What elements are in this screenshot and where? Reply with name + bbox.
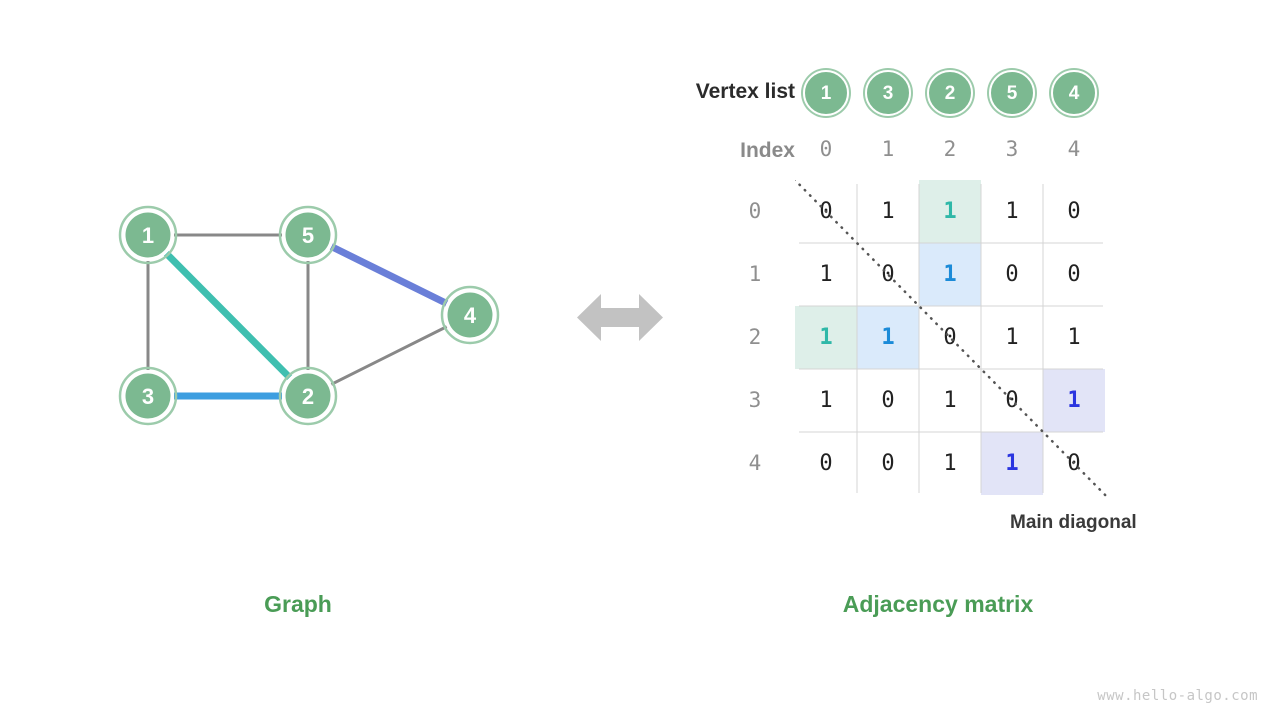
graph-node-label: 4 [464, 303, 477, 328]
graph-node-circle [285, 212, 331, 258]
vertex-chip[interactable]: 2 [927, 70, 973, 116]
watermark: www.hello-algo.com [1097, 688, 1258, 704]
graph-node-label: 3 [142, 384, 154, 409]
graph-node-gap [122, 370, 174, 422]
row-index-0: 0 [748, 199, 762, 223]
matrix-cell-4-1[interactable]: 0 [881, 451, 895, 476]
graph-node-ring [118, 366, 178, 426]
graph-nodes: 1 5 4 3 2 [118, 205, 500, 426]
graph-edge [330, 325, 448, 386]
vertex-chip[interactable]: 4 [1051, 70, 1097, 116]
row-index-2: 2 [748, 325, 762, 349]
graph-node-label: 2 [302, 384, 314, 409]
row-index-3: 3 [748, 388, 762, 412]
caption-graph: Graph [264, 591, 332, 617]
matrix-cell-0-0[interactable]: 0 [819, 199, 833, 224]
graph-node-gap [282, 209, 334, 261]
matrix-cell-0-1[interactable]: 1 [881, 199, 895, 224]
matrix-cell-1-4[interactable]: 0 [1067, 262, 1081, 287]
matrix-cell-1-3[interactable]: 0 [1005, 262, 1019, 287]
graph-node-circle [125, 212, 171, 258]
row-index-header: 0 1 2 3 4 [730, 180, 790, 500]
matrix-cell-0-2[interactable]: 1 [919, 180, 981, 243]
graph-panel: 1 5 4 3 2 [0, 0, 600, 720]
graph-node-circle [447, 292, 493, 338]
matrix-cell-1-2[interactable]: 1 [919, 243, 981, 306]
matrix-cell-2-2[interactable]: 0 [943, 325, 957, 350]
graph-node[interactable]: 4 [440, 285, 500, 345]
matrix-cell-2-0[interactable]: 1 [795, 306, 857, 369]
bidirectional-arrow-icon [577, 294, 663, 341]
matrix-cell-0-3[interactable]: 1 [1005, 199, 1019, 224]
matrix-cell-4-4[interactable]: 0 [1067, 451, 1081, 476]
matrix-cell-1-0[interactable]: 1 [819, 262, 833, 287]
matrix-cell-4-0[interactable]: 0 [819, 451, 833, 476]
main-diagonal-label: Main diagonal [1010, 512, 1137, 533]
matrix-cell-4-2[interactable]: 1 [943, 451, 957, 476]
column-index-header: 0 1 2 3 4 [795, 137, 1115, 167]
vertex-chip[interactable]: 5 [989, 70, 1035, 116]
matrix-cell-3-1[interactable]: 0 [881, 388, 895, 413]
matrix-cell-0-4[interactable]: 0 [1067, 199, 1081, 224]
graph-edge [163, 250, 293, 381]
graph-node-gap [122, 209, 174, 261]
graph-node-circle [125, 373, 171, 419]
column-index-4: 4 [1067, 137, 1081, 161]
graph-node-ring [118, 205, 178, 265]
graph-node[interactable]: 3 [118, 366, 178, 426]
graph-node-ring [278, 366, 338, 426]
graph-node-ring [440, 285, 500, 345]
graph-node-ring [278, 205, 338, 265]
graph-node-gap [444, 289, 496, 341]
graph-diagram: 1 5 4 3 2 [118, 205, 500, 426]
graph-node-circle [285, 373, 331, 419]
graph-node-gap [282, 370, 334, 422]
matrix-cell-2-4[interactable]: 1 [1067, 325, 1081, 350]
graph-node-label: 5 [302, 223, 314, 248]
matrix-cell-1-1[interactable]: 0 [881, 262, 895, 287]
column-index-1: 1 [881, 137, 895, 161]
graph-node[interactable]: 2 [278, 366, 338, 426]
vertex-chip[interactable]: 3 [865, 70, 911, 116]
matrix-cell-3-4[interactable]: 1 [1043, 369, 1105, 432]
matrix-cell-3-2[interactable]: 1 [943, 388, 957, 413]
vertex-list-label: Vertex list [695, 80, 795, 103]
vertex-chip[interactable]: 1 [803, 70, 849, 116]
graph-node[interactable]: 5 [278, 205, 338, 265]
caption-adjacency-matrix: Adjacency matrix [842, 591, 1034, 617]
graph-edge [329, 243, 449, 307]
column-index-0: 0 [819, 137, 833, 161]
graph-node[interactable]: 1 [118, 205, 178, 265]
matrix-cell-3-3[interactable]: 0 [1005, 388, 1019, 413]
matrix-cell-4-3[interactable]: 1 [981, 432, 1043, 495]
matrix-cell-3-0[interactable]: 1 [819, 388, 833, 413]
index-label: Index [740, 139, 795, 162]
graph-edges [146, 233, 449, 400]
column-index-3: 3 [1005, 137, 1019, 161]
column-index-2: 2 [943, 137, 957, 161]
matrix-cell-2-1[interactable]: 1 [857, 306, 919, 369]
matrix-cell-2-3[interactable]: 1 [1005, 325, 1019, 350]
row-index-1: 1 [748, 262, 762, 286]
row-index-4: 4 [748, 451, 762, 475]
graph-node-label: 1 [142, 223, 154, 248]
